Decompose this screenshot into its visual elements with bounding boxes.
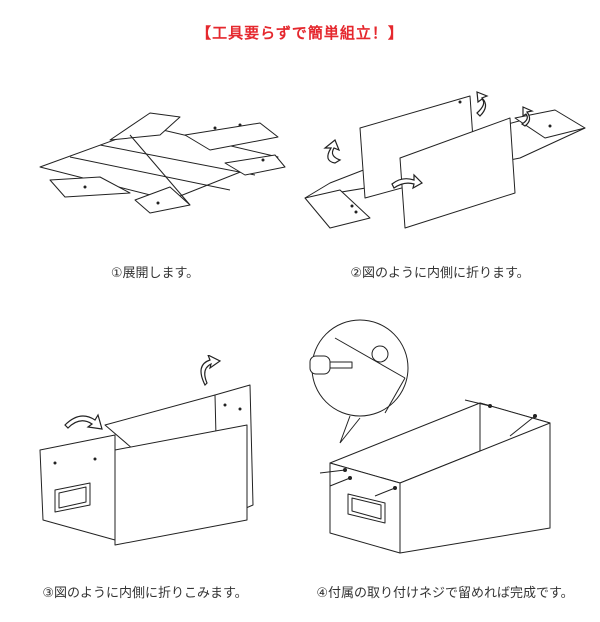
step3-caption: ③図のように内側に折りこみます。 bbox=[42, 586, 248, 601]
fold-arrow-right bbox=[200, 355, 222, 387]
folding-box-illustration bbox=[304, 91, 586, 229]
folding-ends-illustration bbox=[39, 355, 254, 546]
fold-arrow-left bbox=[64, 413, 103, 430]
step3-diagram bbox=[35, 355, 270, 555]
assembled-box-illustration bbox=[309, 319, 551, 554]
page-title: 【工具要らずで簡単組立！】 bbox=[196, 24, 404, 42]
fold-arrow-right bbox=[520, 106, 534, 127]
step1-diagram bbox=[30, 105, 290, 215]
fold-arrow-center bbox=[391, 173, 423, 190]
step4-caption: ④付属の取り付けネジで留めれば完成です。 bbox=[316, 586, 574, 601]
fold-arrow-top bbox=[476, 91, 489, 117]
step1-caption: ①展開します。 bbox=[110, 266, 200, 281]
step4-diagram bbox=[300, 318, 575, 568]
step2-diagram bbox=[300, 88, 590, 238]
flat-box-illustration bbox=[39, 112, 286, 214]
fold-arrow-left bbox=[323, 139, 342, 164]
step2-caption: ②図のように内側に折ります。 bbox=[350, 266, 530, 281]
